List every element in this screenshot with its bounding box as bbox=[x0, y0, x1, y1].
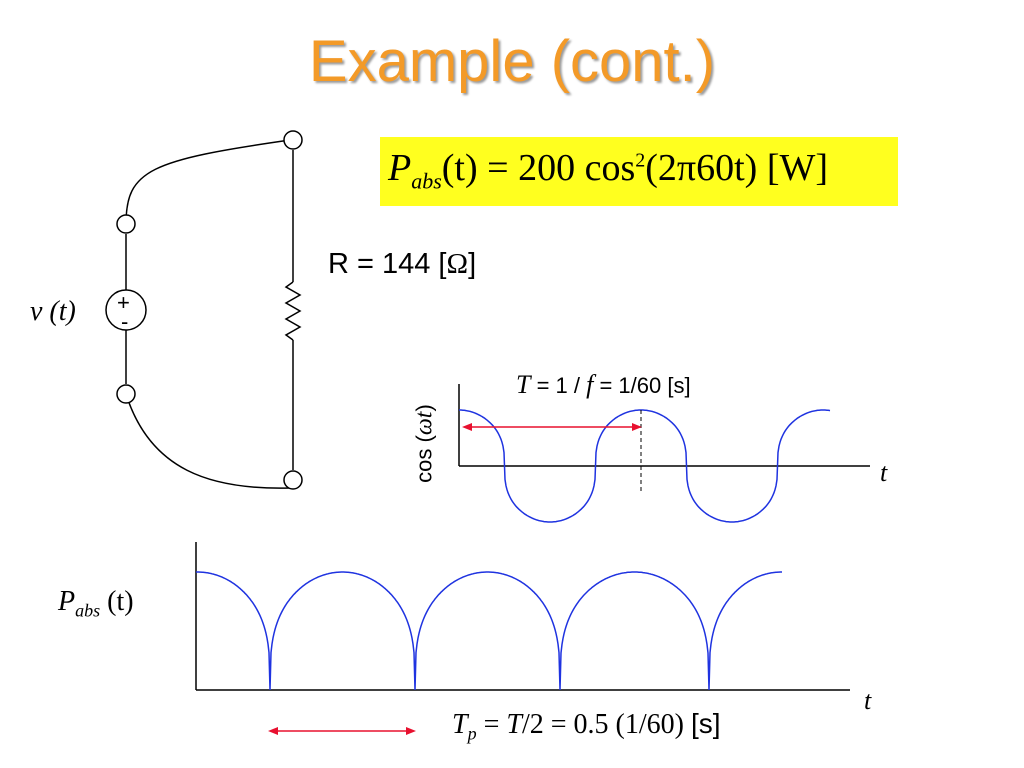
period-arrow-head-right bbox=[632, 423, 642, 431]
terminal-bottom-right bbox=[283, 470, 303, 490]
formula-highlight bbox=[380, 137, 898, 206]
tp-label: Tp = T/2 = 0.5 (1/60) [s] bbox=[452, 708, 721, 744]
power-formula: Pabs(t) = 200 cos2(2π60t) [W] bbox=[388, 147, 828, 194]
terminal-bottom-left bbox=[116, 384, 136, 404]
source-plus: + bbox=[117, 290, 130, 315]
bottom-wire bbox=[125, 393, 291, 489]
top-wire bbox=[125, 139, 291, 225]
cos-t-axis-label: t bbox=[880, 458, 888, 487]
pabs-axis-label: Pabs (t) bbox=[58, 586, 134, 621]
tp-arrow-head-left bbox=[268, 727, 278, 735]
cos-axis-label: cos (ωt) bbox=[411, 404, 438, 483]
source-minus: - bbox=[121, 309, 128, 334]
terminal-top-right bbox=[283, 130, 303, 150]
resistor bbox=[284, 281, 302, 341]
page-title: Example (cont.) bbox=[308, 29, 716, 94]
source-label: v (t) bbox=[30, 296, 76, 327]
period-label: T = 1 / f = 1/60 [s] bbox=[516, 370, 691, 399]
terminal-top-left bbox=[116, 214, 136, 234]
pabs-t-axis-label: t bbox=[864, 686, 872, 715]
resistor-label: R = 144 [Ω] bbox=[328, 248, 477, 280]
pabs-wave bbox=[196, 571, 782, 691]
period-arrow-head-left bbox=[462, 423, 472, 431]
cos-wave bbox=[459, 409, 831, 523]
tp-arrow-head-right bbox=[406, 727, 416, 735]
voltage-source bbox=[105, 289, 147, 331]
